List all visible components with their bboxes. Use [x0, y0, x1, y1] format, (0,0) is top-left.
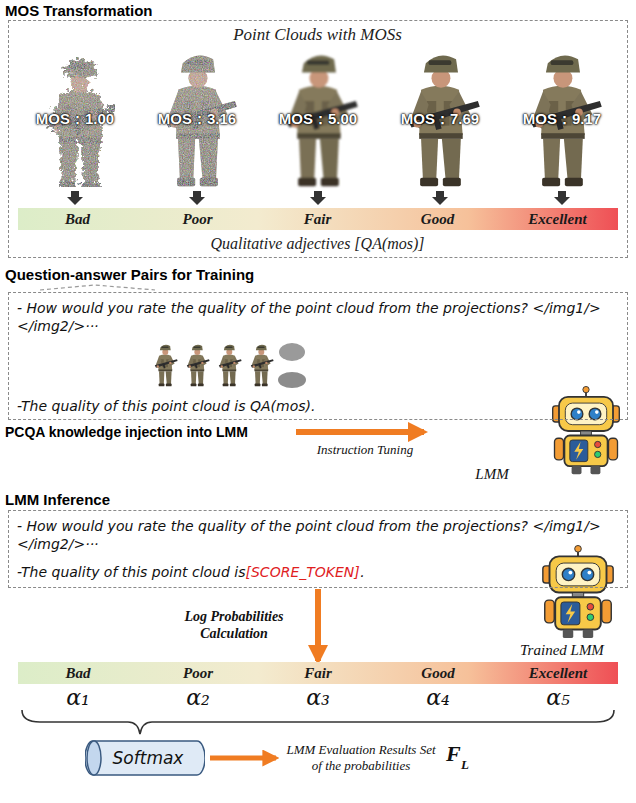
projection-thumbnail — [219, 345, 242, 386]
callout-dashes — [40, 285, 155, 290]
result-label: LMM Evaluation Results Set of the probab… — [286, 742, 436, 774]
scale-adjective: Poor — [138, 662, 258, 684]
mos-score: MOS：5.00 — [263, 110, 373, 129]
section-heading: LMM Inference — [5, 491, 110, 508]
panel-note: Qualitative adjectives [QA(mos)] — [9, 235, 626, 253]
flow-arrow — [315, 589, 321, 661]
robot-icon — [543, 545, 613, 638]
result-arrow — [210, 756, 276, 761]
dashed-panel: LMM Inference- How would you rate the qu… — [8, 510, 628, 588]
answer-text: . — [360, 563, 364, 581]
illustration-part — [432, 191, 448, 205]
probability-symbol: α₁ — [58, 685, 98, 710]
quality-scale-bar: BadPoorFairGoodExcellent — [18, 208, 618, 230]
scale-adjective: Bad — [18, 662, 138, 684]
mos-score: MOS：1.00 — [20, 110, 130, 129]
curly-brace — [22, 710, 614, 734]
panel-subtitle: Point Clouds with MOSs — [9, 25, 626, 45]
probability-symbol: α₄ — [418, 685, 458, 710]
illustration-part — [310, 191, 326, 205]
projection-thumbnail — [278, 372, 306, 388]
projection-thumbnail — [251, 345, 274, 386]
edge-label: Log Probabilities Calculation — [164, 608, 304, 642]
model-name: Trained LMM — [500, 642, 624, 659]
question-text: - How would you rate the quality of the … — [17, 517, 617, 553]
scale-adjective: Poor — [138, 208, 258, 230]
tuning-arrow — [296, 429, 424, 435]
scale-adjective: Excellent — [498, 662, 618, 684]
model-name: LMM — [462, 466, 522, 483]
cylinder-end — [87, 741, 101, 775]
illustration-part — [554, 191, 570, 205]
dashed-panel: MOS TransformationPoint Clouds with MOSs… — [8, 20, 628, 258]
robot-icon — [553, 386, 620, 474]
question-text: - How would you rate the quality of the … — [17, 299, 617, 335]
illustration-part — [67, 191, 83, 205]
section-heading: PCQA knowledge injection into LMM — [5, 424, 248, 440]
illustration-part — [189, 191, 205, 205]
scale-adjective: Fair — [258, 208, 378, 230]
section-heading: MOS Transformation — [5, 2, 153, 19]
softmax-text: Softmax — [85, 748, 205, 768]
model-caption: LMM — [462, 466, 522, 489]
mos-score: MOS：9.17 — [507, 110, 617, 129]
dashed-panel: Question-answer Pairs for Training- How … — [8, 292, 628, 420]
mos-score: MOS：7.69 — [385, 110, 495, 129]
scale-adjective: Fair — [258, 662, 378, 684]
scale-adjective: Bad — [18, 208, 138, 230]
projection-thumbnail — [187, 345, 210, 386]
section-heading: Question-answer Pairs for Training — [5, 266, 254, 283]
down-arrows — [67, 191, 570, 205]
answer-text: -The quality of this point cloud is — [17, 563, 246, 581]
answer-text: -The quality of this point cloud is QA(m… — [17, 397, 617, 415]
score-token: [SCORE_TOKEN] — [246, 563, 360, 581]
scale-adjective: Good — [378, 208, 498, 230]
quality-scale-bar: BadPoorFairGoodExcellent — [18, 662, 618, 684]
scale-adjective: Good — [378, 662, 498, 684]
probability-symbol: α₃ — [298, 685, 338, 710]
projection-thumbnail — [155, 345, 178, 386]
result-subscript: L — [461, 757, 469, 773]
softmax-cylinder: Softmax — [85, 740, 205, 776]
mos-score: MOS：3.16 — [142, 110, 252, 129]
cylinder-body — [85, 741, 205, 775]
arrow-label: Instruction Tuning — [295, 442, 435, 458]
projection-thumbnail — [279, 343, 305, 361]
probability-symbol: α₂ — [178, 685, 218, 710]
probability-symbol: α₅ — [538, 685, 578, 710]
scale-adjective: Excellent — [498, 208, 618, 230]
result-symbol: F — [446, 741, 461, 767]
